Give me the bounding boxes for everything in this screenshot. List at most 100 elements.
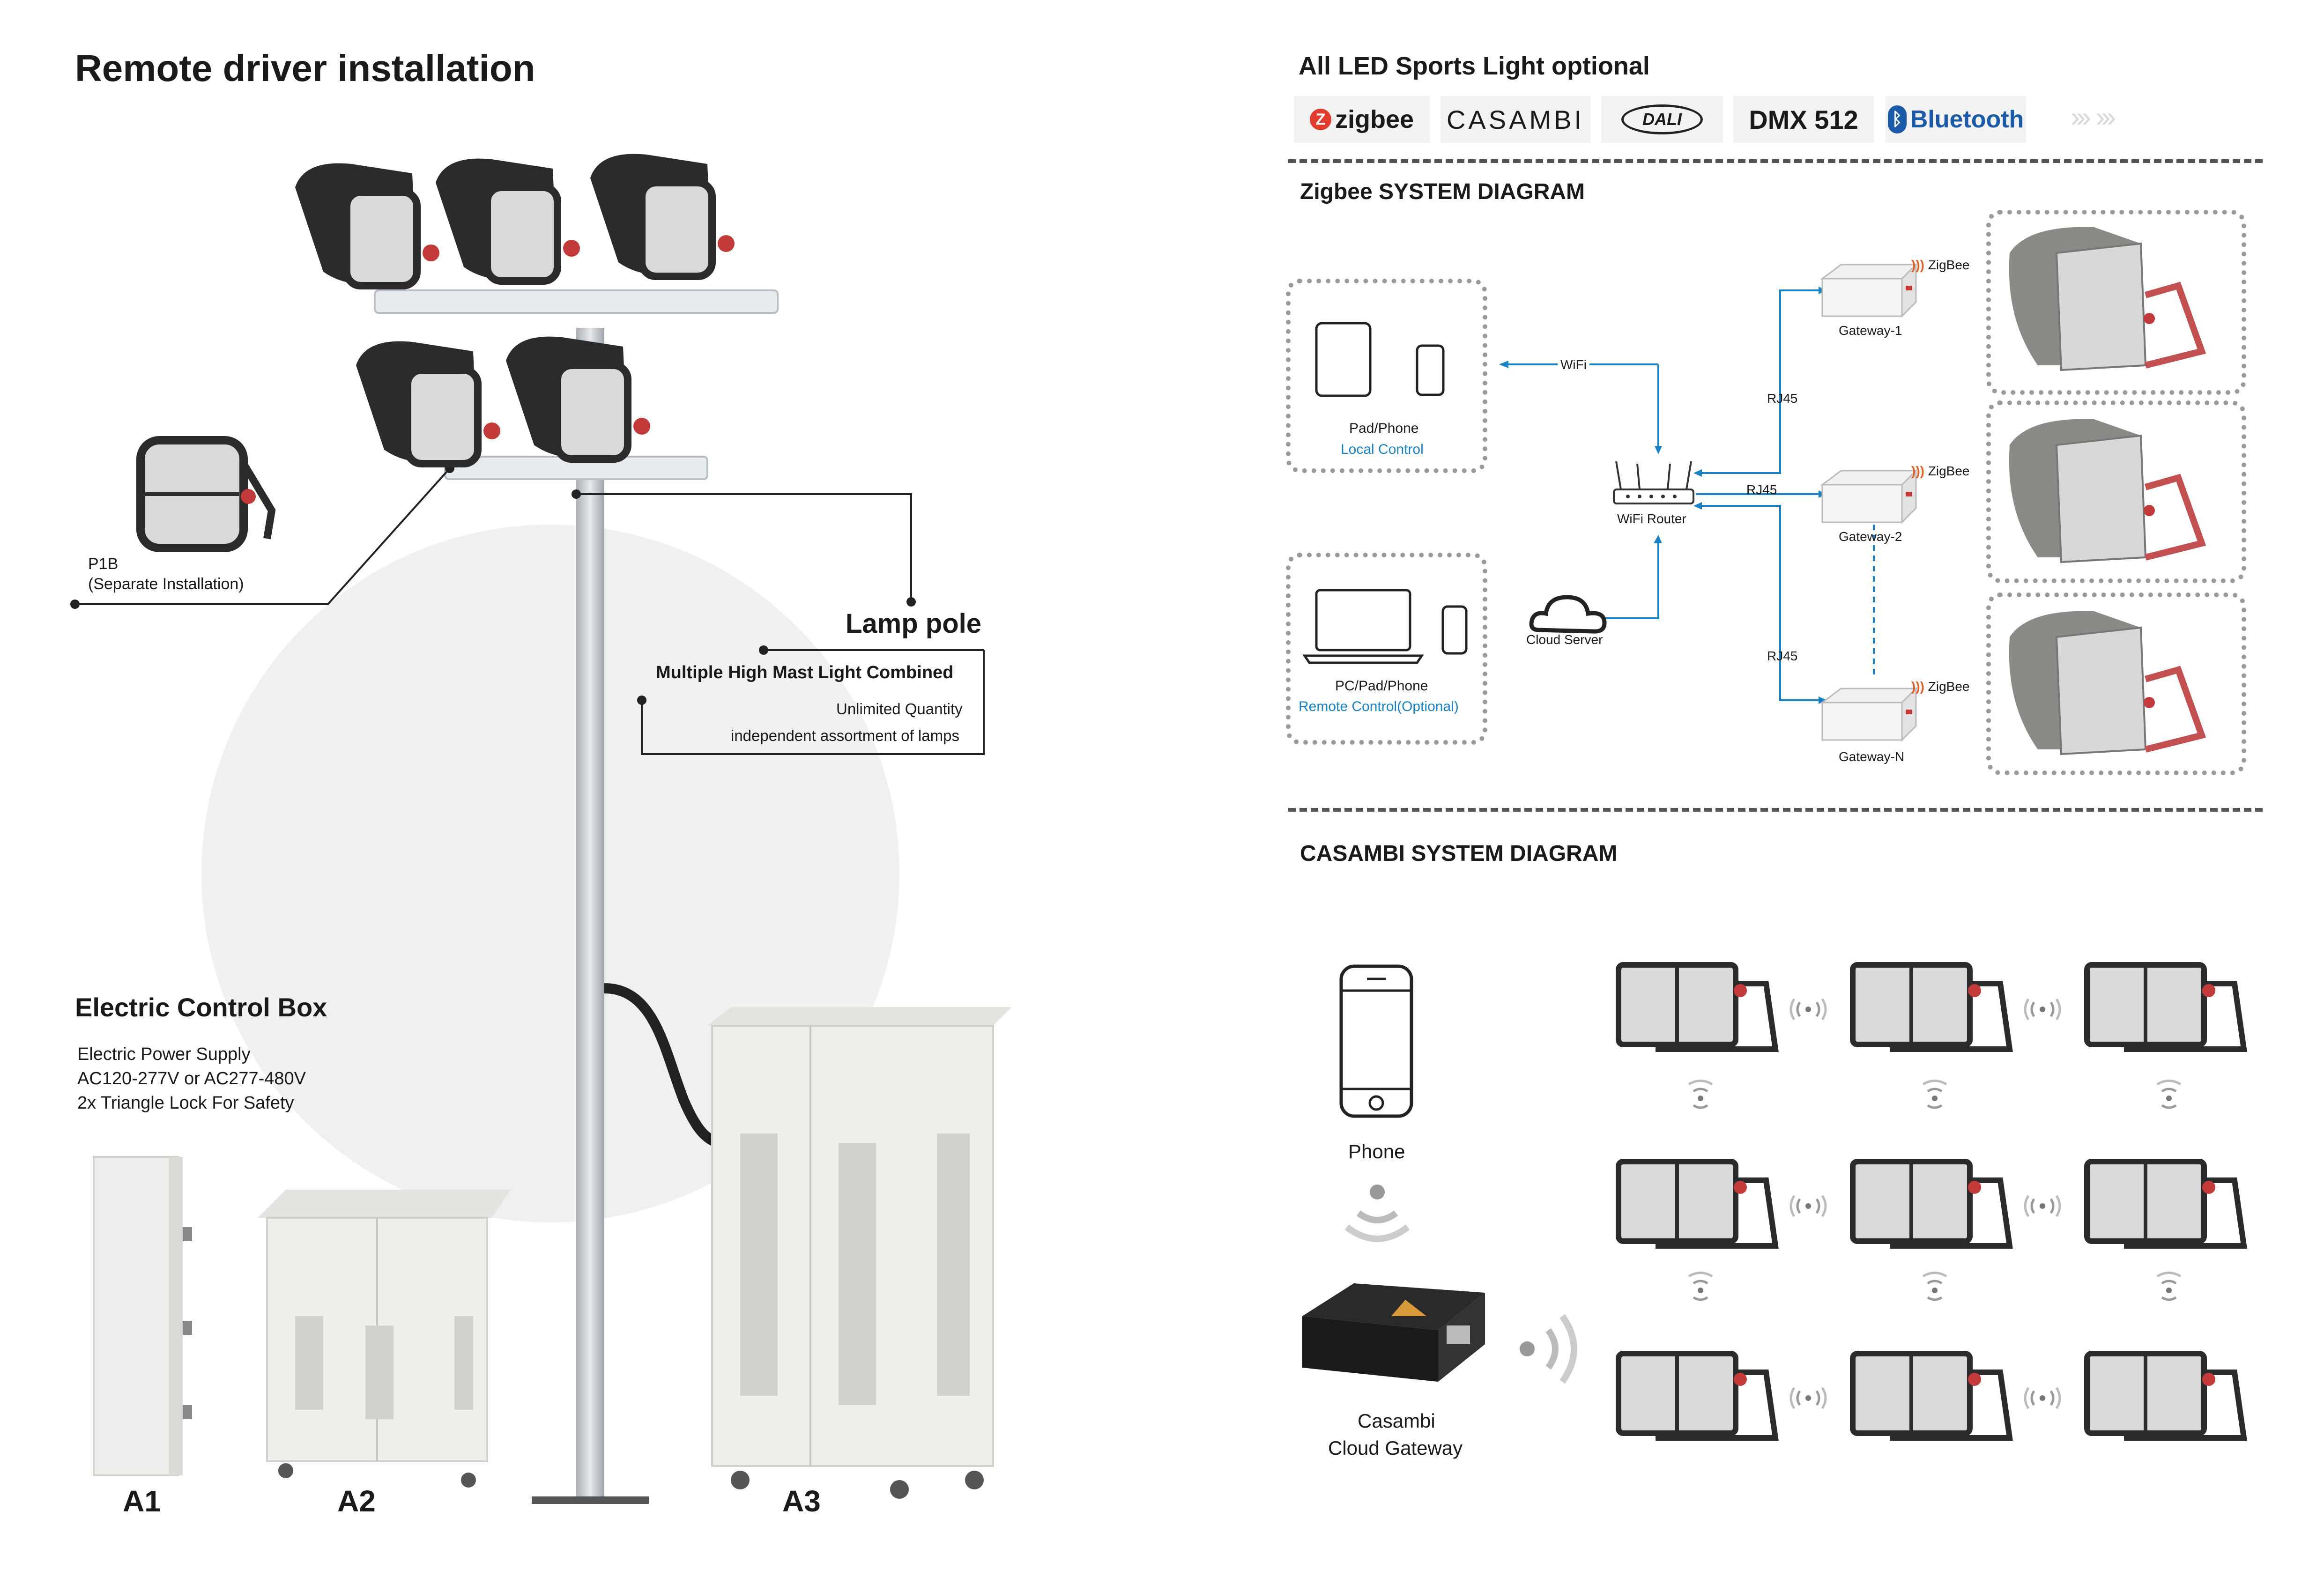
protocol-zigbee-label: zigbee <box>1335 105 1414 133</box>
p1b-fixture <box>136 436 276 552</box>
zigbee-signal-3: ))) ZigBee <box>1911 679 1970 694</box>
p1b-callout-line <box>75 467 451 605</box>
zigbee-fixtures <box>2009 227 2206 755</box>
casambi-fixture-r1c1 <box>1619 965 1775 1049</box>
control-box-a2 <box>258 1190 511 1488</box>
protocol-casambi-label: CASAMBI <box>1446 104 1585 134</box>
fixture-5 <box>506 336 650 463</box>
casambi-fixture-r3c3 <box>2087 1354 2244 1438</box>
remote-control-label: Remote Control(Optional) <box>1299 699 1459 714</box>
wifi-router-icon <box>1613 461 1694 504</box>
protocol-zigbee: Z zigbee <box>1294 96 1430 143</box>
zigbee-diagram-title: Zigbee SYSTEM DIAGRAM <box>1300 179 1585 204</box>
zigbee-network-lines <box>1499 287 1875 704</box>
router-label: WiFi Router <box>1617 511 1686 526</box>
gateway-1-icon <box>1820 263 1918 318</box>
box-label-a1: A1 <box>123 1484 161 1518</box>
upper-crossbar <box>374 289 779 314</box>
casambi-fixture-r2c3 <box>2087 1162 2244 1246</box>
protocol-dmx512-label: DMX 512 <box>1749 104 1858 134</box>
control-box-a1 <box>93 1156 192 1476</box>
p1b-label-line2: (Separate Installation) <box>88 575 244 593</box>
gateway-n-icon <box>1820 687 1918 742</box>
cloud-server-icon <box>1529 595 1607 634</box>
fixture-group-lower <box>356 336 650 467</box>
remote-device-label: PC/Pad/Phone <box>1335 678 1428 694</box>
left-title: Remote driver installation <box>75 47 535 89</box>
fixture-3 <box>590 154 735 280</box>
casambi-gateway-icon <box>1302 1283 1485 1382</box>
box-label-a3: A3 <box>782 1484 821 1518</box>
cloud-label: Cloud Server <box>1526 632 1603 647</box>
protocol-bluetooth: ᛒ Bluetooth <box>1886 96 2026 143</box>
fixture-box-2 <box>1986 400 2246 583</box>
more-arrows-icon: ››› ››› <box>2071 101 2116 133</box>
zigbee-logo-icon: Z <box>1309 109 1331 130</box>
casambi-phone-icon <box>1339 964 1413 1118</box>
control-box-line1: Electric Power Supply <box>77 1044 251 1064</box>
casambi-fixture-r2c2 <box>1853 1162 2010 1246</box>
control-box-a3 <box>707 1007 1012 1499</box>
tablet-phone-icon <box>1315 322 1445 397</box>
fixture-box-1 <box>1986 210 2246 395</box>
lamp-pole-subtitle: Multiple High Mast Light Combined <box>656 663 954 682</box>
casambi-fixture-grid <box>1616 955 2263 1452</box>
dashed-separator-1 <box>1288 159 2263 163</box>
zigbee-label-2: ZigBee <box>1928 464 1970 478</box>
fixture-4 <box>356 341 500 467</box>
bluetooth-icon: ᛒ <box>1887 105 1907 133</box>
lamp-pole-illustration <box>70 289 985 1504</box>
fixture-group-upper <box>295 154 735 289</box>
control-box-title: Electric Control Box <box>75 992 327 1022</box>
lamp-pole-line2: independent assortment of lamps <box>731 727 959 744</box>
pole <box>576 328 604 1503</box>
casambi-gateway-label-1: Casambi <box>1358 1410 1435 1432</box>
control-box-line3: 2x Triangle Lock For Safety <box>77 1093 294 1113</box>
gateway-2-icon <box>1820 469 1918 524</box>
dashed-separator-2 <box>1288 808 2263 812</box>
zigbee-signal-1: ))) ZigBee <box>1911 258 1970 272</box>
zigbee-signal-2: ))) ZigBee <box>1911 464 1970 478</box>
fixture-2 <box>436 158 580 285</box>
protocols-title: All LED Sports Light optional <box>1299 52 1650 80</box>
casambi-diagram-title: CASAMBI SYSTEM DIAGRAM <box>1300 841 1618 866</box>
casambi-gateway-label-2: Cloud Gateway <box>1328 1437 1463 1459</box>
remote-control-box <box>1286 553 1487 745</box>
fixture-box-3 <box>1986 592 2246 775</box>
casambi-fixture-r1c3 <box>2087 965 2244 1049</box>
casambi-fixture-r3c2 <box>1853 1354 2010 1438</box>
zigbee-fixture-2 <box>2009 419 2206 563</box>
power-cable <box>604 983 719 1148</box>
local-control-label: Local Control <box>1341 442 1424 457</box>
casambi-fixture-r1c2 <box>1853 965 2010 1049</box>
wifi-label: WiFi <box>1558 357 1589 372</box>
rj45-label-3: RJ45 <box>1767 649 1798 663</box>
gateway-2-label: Gateway-2 <box>1839 529 1902 544</box>
gateway-n-label: Gateway-N <box>1839 749 1905 764</box>
rj45-label-2: RJ45 <box>1746 482 1777 497</box>
wireless-signal-down-icon <box>1344 1185 1410 1242</box>
zigbee-fixture-1 <box>2009 227 2206 371</box>
casambi-phone-label: Phone <box>1348 1140 1405 1162</box>
gateway-1-label: Gateway-1 <box>1839 323 1902 338</box>
wireless-signal-right-icon <box>1520 1314 1577 1384</box>
local-control-box <box>1286 279 1487 473</box>
casambi-fixture-r2c1 <box>1619 1162 1775 1246</box>
fixture-1 <box>295 163 439 289</box>
zigbee-fixture-3 <box>2009 611 2206 755</box>
zigbee-label-3: ZigBee <box>1928 679 1970 694</box>
zigbee-label-1: ZigBee <box>1928 258 1970 272</box>
p1b-label-line1: P1B <box>88 555 119 573</box>
pole-base <box>532 1496 649 1504</box>
rj45-label-1: RJ45 <box>1767 391 1798 406</box>
lamp-pole-title: Lamp pole <box>846 608 982 639</box>
protocol-dali-label: DALI <box>1621 104 1703 134</box>
pole-callout-line <box>576 493 912 602</box>
control-box-line2: AC120-277V or AC277-480V <box>77 1069 306 1088</box>
protocol-bluetooth-label: Bluetooth <box>1910 106 2024 133</box>
local-device-label: Pad/Phone <box>1349 421 1419 436</box>
laptop-phone-icon <box>1302 589 1468 664</box>
protocol-dmx512: DMX 512 <box>1733 96 1874 143</box>
protocol-dali: DALI <box>1601 96 1723 143</box>
casambi-fixture-r3c1 <box>1619 1354 1775 1438</box>
